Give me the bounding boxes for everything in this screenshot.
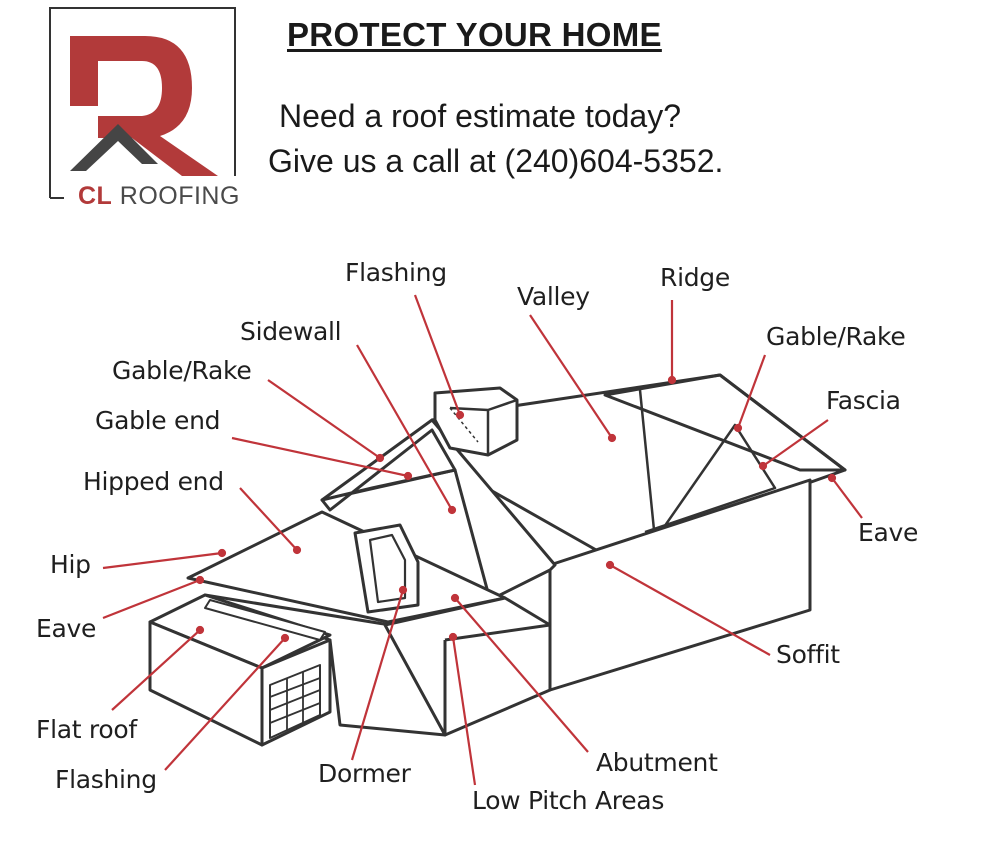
phone-cta: Give us a call at (240)604-5352.	[268, 143, 724, 179]
label-flashing-chimney: Flashing	[345, 258, 447, 287]
leader-flashing-chimney	[413, 294, 462, 416]
leader-abutment	[454, 597, 589, 753]
label-gable-end: Gable end	[95, 406, 221, 435]
label-valley: Valley	[517, 282, 590, 311]
leader-valley	[529, 314, 613, 439]
left-gable	[320, 428, 457, 512]
label-dormer: Dormer	[318, 759, 411, 788]
leader-low-pitch	[451, 636, 477, 786]
logo-brand-roofing: ROOFING	[112, 182, 240, 210]
leader-soffit	[609, 564, 771, 656]
label-gable-rake-right: Gable/Rake	[766, 322, 906, 351]
leader-eave-left	[102, 578, 201, 620]
leader-eave-right	[831, 477, 863, 519]
label-eave-right: Eave	[858, 518, 919, 547]
label-abutment: Abutment	[596, 748, 718, 777]
leader-fascia	[762, 419, 829, 467]
logo-brand-cl: CL	[78, 182, 113, 210]
logo-mark-icon	[49, 7, 236, 199]
leader-sidewall	[356, 344, 453, 511]
leader-hipped-end	[239, 487, 298, 551]
leader-flat-roof	[111, 629, 201, 711]
logo-wordmark: CL ROOFING	[78, 182, 240, 211]
leader-dormer	[350, 589, 405, 761]
gable-inner	[638, 389, 777, 542]
leader-gable-rake-left	[267, 379, 381, 459]
label-sidewall: Sidewall	[240, 317, 342, 346]
label-flat-roof: Flat roof	[36, 715, 137, 744]
leader-flashing-garage	[164, 637, 286, 771]
label-eave-left: Eave	[36, 614, 97, 643]
leader-gable-rake-right	[736, 354, 767, 429]
label-gable-rake-left: Gable/Rake	[112, 356, 252, 385]
label-soffit: Soffit	[776, 640, 840, 669]
label-flashing-garage: Flashing	[55, 765, 157, 794]
label-low-pitch-areas: Low Pitch Areas	[472, 786, 665, 815]
estimate-question: Need a roof estimate today?	[279, 98, 682, 134]
label-hip: Hip	[50, 550, 91, 579]
dormer-shape	[353, 523, 420, 614]
label-fascia: Fascia	[826, 386, 901, 415]
leader-gable-end	[231, 436, 409, 478]
headline: PROTECT YOUR HOME	[287, 16, 662, 53]
garage-flashing-strip	[204, 599, 326, 641]
front-gable	[603, 373, 847, 472]
cl-roofing-logo: CL ROOFING	[20, 6, 240, 211]
label-hipped-end: Hipped end	[83, 467, 224, 496]
chimney	[433, 386, 519, 457]
label-ridge: Ridge	[660, 263, 730, 292]
leader-hip	[102, 551, 223, 570]
